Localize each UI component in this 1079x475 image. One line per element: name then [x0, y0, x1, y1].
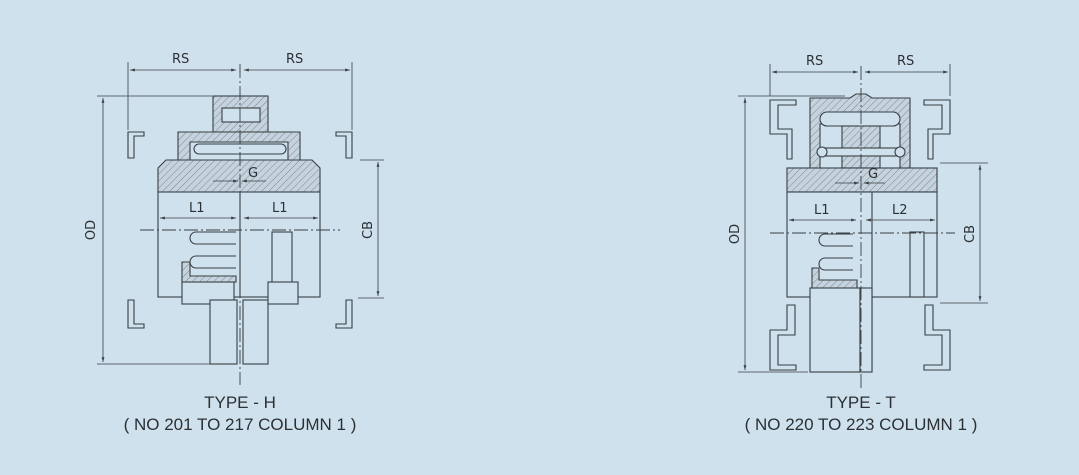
type-t-subtitle: ( NO 220 TO 223 COLUMN 1 ): [745, 415, 978, 434]
g-label: G: [248, 166, 258, 181]
type-h-subtitle: ( NO 201 TO 217 COLUMN 1 ): [124, 415, 357, 434]
rs-right-label: RS: [897, 54, 914, 69]
type-h-title: TYPE - H: [204, 393, 276, 412]
cb-label: CB: [361, 221, 376, 239]
l1-left-label: L1: [189, 201, 205, 216]
rs-right-label: RS: [286, 52, 303, 67]
l1-right-label: L1: [272, 201, 288, 216]
type-h-drawing: RS RS OD CB: [84, 52, 384, 385]
l2-label: L2: [892, 203, 908, 218]
cb-label: CB: [963, 225, 978, 243]
type-t-title: TYPE - T: [826, 393, 896, 412]
rs-left-label: RS: [806, 54, 823, 69]
type-t-drawing: RS RS OD CB L1 L2: [728, 54, 988, 390]
rs-left-label: RS: [172, 52, 189, 67]
od-label: OD: [84, 220, 99, 240]
od-label: OD: [728, 224, 743, 244]
l1-label: L1: [814, 203, 830, 218]
g-label: G: [868, 167, 878, 182]
